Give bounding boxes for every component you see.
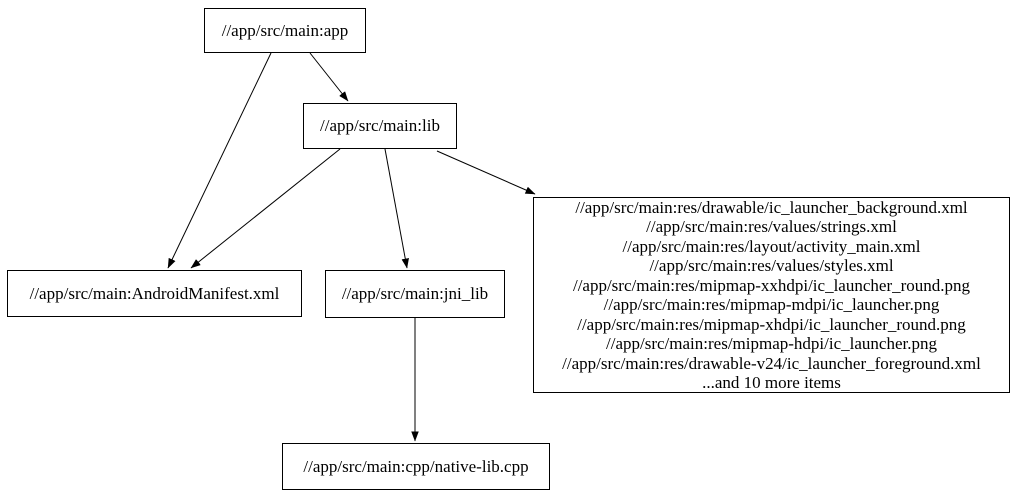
node-android-manifest: //app/src/main:AndroidManifest.xml [7, 270, 302, 317]
resource-line: //app/src/main:res/mipmap-hdpi/ic_launch… [606, 334, 937, 353]
resource-line: //app/src/main:res/values/strings.xml [646, 217, 897, 236]
node-jni-lib: //app/src/main:jni_lib [325, 270, 505, 318]
node-native-lib-cpp-label: //app/src/main:cpp/native-lib.cpp [303, 456, 529, 476]
resource-line: //app/src/main:res/layout/activity_main.… [622, 236, 921, 256]
node-app: //app/src/main:app [204, 8, 366, 53]
resource-line: //app/src/main:res/values/styles.xml [649, 256, 894, 275]
resource-line-more-items: ...and 10 more items [702, 373, 841, 392]
resource-line: //app/src/main:res/drawable/ic_launcher_… [575, 197, 968, 217]
node-app-label: //app/src/main:app [221, 20, 349, 40]
edge-app-lib [309, 52, 349, 102]
resource-line: //app/src/main:res/mipmap-xxhdpi/ic_laun… [572, 275, 971, 295]
node-android-manifest-label: //app/src/main:AndroidManifest.xml [29, 283, 280, 303]
resource-line: //app/src/main:res/mipmap-xhdpi/ic_launc… [577, 314, 966, 334]
edge-lib-manifest [190, 148, 341, 269]
node-resources-group: //app/src/main:res/drawable/ic_launcher_… [533, 197, 1010, 393]
resource-line: //app/src/main:res/mipmap-mdpi/ic_launch… [603, 295, 940, 314]
edge-lib-resources [436, 150, 536, 195]
node-lib-label: //app/src/main:lib [320, 116, 440, 136]
node-lib: //app/src/main:lib [303, 103, 457, 149]
resource-line: //app/src/main:res/drawable-v24/ic_launc… [562, 353, 981, 373]
edge-lib-jni-lib [384, 148, 409, 269]
node-native-lib-cpp: //app/src/main:cpp/native-lib.cpp [282, 443, 550, 490]
node-jni-lib-label: //app/src/main:jni_lib [341, 284, 489, 304]
edge-app-manifest [167, 52, 272, 269]
